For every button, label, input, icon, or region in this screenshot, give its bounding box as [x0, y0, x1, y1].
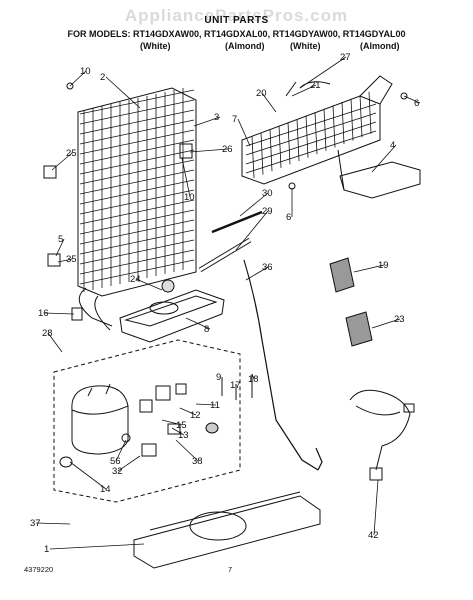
overload	[155, 385, 171, 401]
leader-line	[261, 92, 277, 113]
callout-28: 28	[42, 328, 53, 339]
condenser-coil	[77, 87, 197, 331]
color-label-3: (White)	[290, 41, 321, 51]
mount-grommet	[59, 456, 73, 468]
compressor	[71, 383, 129, 455]
leader-line	[117, 455, 141, 472]
callout-15: 15	[176, 420, 187, 431]
leader-line	[185, 317, 211, 330]
callout-1: 1	[44, 544, 49, 555]
callout-18: 18	[248, 374, 259, 385]
leader-line	[51, 152, 73, 171]
callout-10: 10	[80, 66, 91, 77]
callout-7: 7	[232, 114, 237, 125]
evaporator-coil	[241, 75, 393, 185]
callout-8: 8	[204, 324, 209, 335]
color-label-1: (White)	[140, 41, 171, 51]
capillary-tube	[211, 210, 263, 234]
callout-5: 5	[58, 234, 63, 245]
callout-21: 21	[310, 80, 321, 91]
compressor-group-box	[53, 339, 241, 503]
leader-line	[353, 264, 385, 273]
cover-panel-upper	[329, 257, 355, 293]
leader-line	[239, 192, 269, 217]
leader-line	[189, 148, 229, 153]
leader-line	[69, 70, 87, 87]
drain-pan	[119, 279, 225, 343]
callout-10: 10	[184, 192, 195, 203]
callout-29: 29	[262, 206, 273, 217]
leader-line	[57, 258, 73, 263]
doc-number: 4379220	[24, 565, 54, 574]
leader-line	[371, 144, 397, 173]
heater-loop	[339, 161, 421, 199]
callout-26: 26	[222, 144, 233, 155]
callout-38: 38	[192, 456, 203, 467]
page-number: 7	[228, 565, 233, 574]
color-label-2: (Almond)	[225, 41, 265, 51]
color-label-4: (Almond)	[360, 41, 400, 51]
callout-6: 6	[286, 212, 291, 223]
callout-9: 9	[216, 372, 221, 383]
callout-16: 16	[38, 308, 49, 319]
callout-14: 14	[100, 484, 111, 495]
callout-20: 20	[256, 88, 267, 99]
leader-line	[135, 278, 163, 291]
leader-line	[291, 84, 317, 97]
model-list: FOR MODELS: RT14GDXAW00, RT14GDXAL00, RT…	[67, 29, 406, 39]
callout-12: 12	[190, 410, 201, 421]
leader-line	[235, 210, 269, 251]
leader-line	[161, 419, 183, 426]
callout-19: 19	[378, 260, 389, 271]
callout-3: 3	[214, 112, 219, 123]
leader-line	[35, 522, 71, 525]
leader-line	[373, 479, 379, 536]
leader-line	[171, 427, 185, 436]
leader-line	[105, 76, 141, 109]
page-title: UNIT PARTS	[204, 15, 269, 26]
callout-27: 27	[340, 52, 351, 63]
leader-line	[49, 543, 145, 550]
callout-56: 56	[110, 456, 121, 467]
callout-32: 32	[112, 466, 123, 477]
leader-line	[47, 332, 63, 353]
leader-line	[245, 266, 269, 281]
callout-35: 35	[66, 254, 77, 265]
callout-23: 23	[394, 314, 405, 325]
callout-24: 24	[130, 274, 141, 285]
leader-line	[299, 56, 347, 89]
callout-42: 42	[368, 530, 379, 541]
leader-line	[43, 312, 75, 315]
drain-tube	[243, 259, 319, 471]
leader-line	[251, 373, 255, 380]
relay	[139, 399, 153, 413]
callout-11: 11	[210, 400, 220, 411]
callout-6: 6	[414, 98, 419, 109]
leader-line	[195, 403, 217, 406]
leader-line	[193, 116, 221, 127]
leader-line	[115, 439, 127, 462]
callout-13: 13	[178, 430, 189, 441]
callout-37: 37	[30, 518, 41, 529]
leader-line	[179, 407, 197, 416]
callout-30: 30	[262, 188, 273, 199]
leader-line	[55, 238, 65, 257]
leader-line	[69, 461, 107, 490]
cover-panel-lower	[345, 311, 373, 347]
callout-25: 25	[66, 148, 77, 159]
leader-line	[175, 439, 199, 462]
callout-4: 4	[390, 140, 395, 151]
leader-line	[371, 318, 401, 329]
wire-harness	[349, 389, 415, 481]
leader-line	[403, 95, 421, 104]
leader-line	[237, 118, 251, 147]
watermark: AppliancePartsPros.com	[124, 6, 349, 25]
callout-17: 17	[230, 380, 241, 391]
base-plate	[133, 491, 321, 569]
callout-36: 36	[262, 262, 273, 273]
leader-line	[181, 157, 191, 198]
callout-2: 2	[100, 72, 105, 83]
grommet	[205, 422, 219, 434]
